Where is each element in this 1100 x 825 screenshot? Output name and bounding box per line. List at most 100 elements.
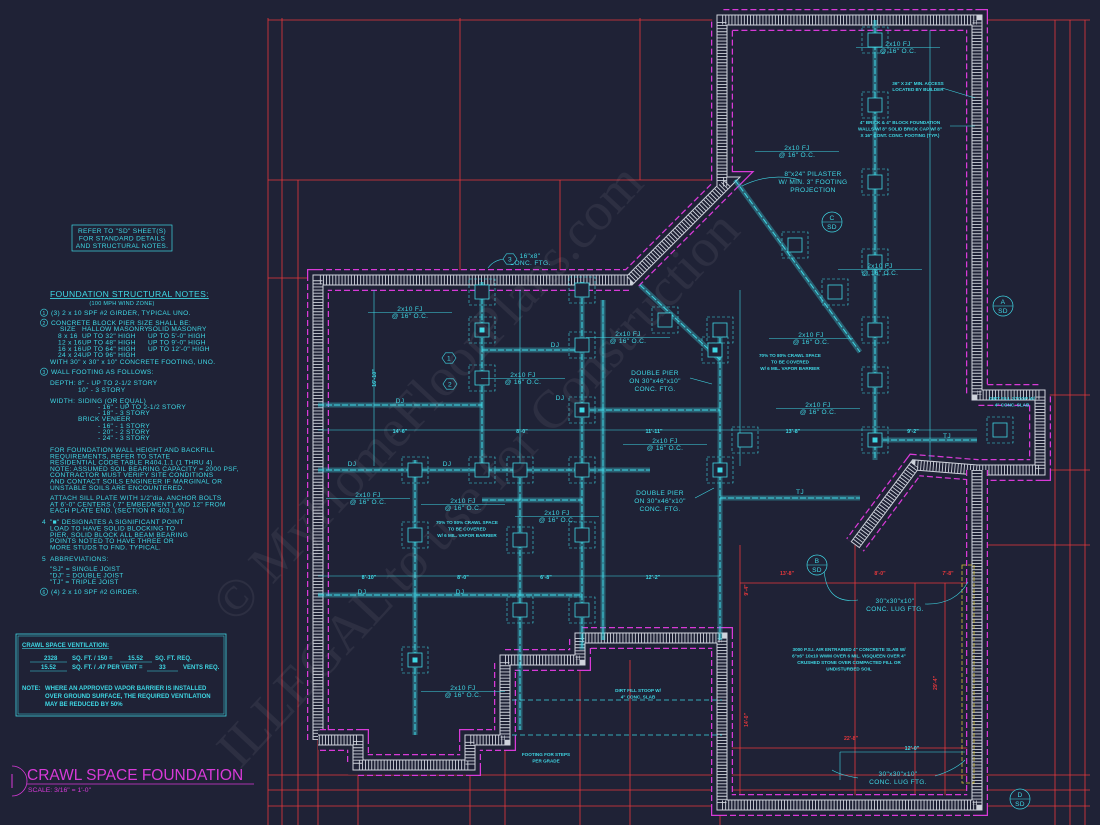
vapor-barrier-label: 70% TO 80% CRAWL SPACE [759, 353, 821, 358]
slab-note: 6"x6" 10x10 WWM OVER 6 MIL. VISQUEEN OVE… [792, 654, 906, 659]
joist-spacing: @ 16" O.C. [610, 338, 647, 345]
double-joist-label: DJ [443, 461, 452, 468]
double-pier-label: CONC. FTG. [634, 386, 675, 393]
footing-16x8-label: 16"x8" [520, 253, 541, 260]
depth-line: 8" - UP TO 2-1/2 STORY [78, 380, 158, 387]
joist-label: 2x10 FJ [867, 263, 893, 270]
dimension-text: 13'-8" [780, 571, 795, 577]
depth-label: DEPTH: [50, 380, 76, 387]
joist-label: 2x10 FJ [450, 498, 476, 505]
dimension-text: 9'-4" [744, 584, 750, 596]
notes-subtitle: (100 MPH WIND ZONE) [89, 301, 154, 307]
pier-footing [506, 456, 534, 484]
pier-footing [861, 426, 889, 454]
pier-footing [468, 456, 496, 484]
footing-note-line: FOR FOUNDATION WALL HEIGHT AND BACKFILL [50, 447, 215, 454]
width-line: - 16" - UP TO 2-1/2 STORY [98, 404, 186, 411]
double-pier-label: DOUBLE PIER [631, 370, 679, 377]
pier-footing [506, 526, 534, 554]
joist-label: 2x10 FJ [510, 372, 536, 379]
drawing-title-block: CRAWL SPACE FOUNDATION SCALE: 3/16" = 1'… [11, 765, 254, 797]
note-number: 3 [42, 370, 45, 376]
width-label: WIDTH: [50, 398, 75, 405]
double-pier-label: ON 30"x46"x10" [634, 498, 686, 505]
width-line: SIDING (OR EQUAL) [78, 398, 146, 405]
joist-label: 2x10 FJ [885, 41, 911, 48]
pier-footing [861, 26, 889, 54]
pier-table-cell: UP TO 12'-0" HIGH [148, 346, 210, 353]
joist-label: 2x10 FJ [397, 306, 423, 313]
access-label: LOCATED BY BUILDER [892, 87, 944, 92]
double-joist-label: DJ [396, 398, 405, 405]
pier-footing [861, 248, 889, 276]
pilaster-label: W/ MIN. 3" FOOTING [779, 179, 848, 186]
note-4-line: PIER, SOLID BLOCK ALL BEAM BEARING [50, 532, 188, 539]
girder-centerline [639, 284, 721, 361]
pier [574, 337, 590, 353]
pier-footing [568, 521, 596, 549]
sqft-req-value: 15.52 [128, 656, 144, 662]
leader-line [689, 377, 713, 385]
joist-label: 2x10 FJ [805, 402, 831, 409]
note-number-circle [40, 587, 48, 596]
pilaster-label: PROJECTION [790, 187, 836, 194]
pier [657, 312, 673, 328]
note-number: 1 [42, 311, 45, 317]
row2-value: 15.52 [41, 665, 57, 671]
vapor-barrier-label: W/ 6 MIL. VAPOR BARRIER [437, 533, 497, 538]
pier-footing [651, 306, 679, 334]
dimension-text: 6'-8" [540, 575, 552, 581]
joist-label: 2x10 FJ [798, 332, 824, 339]
joist-spacing: @ 16" O.C. [392, 313, 429, 320]
pier [867, 372, 883, 388]
notes-title: FOUNDATION STRUCTURAL NOTES: [50, 289, 209, 299]
joist-spacing: @ 16" O.C. [793, 339, 830, 346]
pier [474, 370, 490, 386]
double-joist-label: DJ [348, 461, 357, 468]
point-load-marker [479, 327, 485, 333]
note-4-line: MORE STUDS TO FND. TYPICAL. [50, 545, 161, 552]
crawl-space-ventilation-box: CRAWL SPACE VENTILATION: 2328 SQ. FT. / … [15, 633, 227, 717]
area-value: 2328 [44, 656, 58, 662]
note-line: OVER GROUND SURFACE, THE REQUIRED VENTIL… [45, 694, 211, 700]
girder-centerline [734, 179, 861, 353]
leader-line [924, 581, 969, 605]
pier [512, 462, 528, 478]
steps-footing-label: FOOTING FOR STEPS [522, 752, 570, 757]
girder-tag [502, 253, 518, 265]
section-letter: B [815, 558, 820, 565]
refer-note-box: REFER TO "SD" SHEET(S) FOR STANDARD DETA… [71, 224, 173, 252]
footing-note-line: AND CONTACT SOILS ENGINEER IF MARGINAL O… [50, 479, 222, 486]
width-line: - 24" - 3 STORY [98, 435, 150, 442]
pier-table-header: SIZE [60, 326, 76, 333]
note-5: ABBREVIATIONS: [50, 556, 109, 563]
double-joist-label: DJ [551, 342, 560, 349]
footing-note-line: REQUIREMENTS, REFER TO STATE [50, 453, 171, 460]
width-line: - 20" - 2 STORY [98, 429, 150, 436]
stoop-label: 4" CONC. SLAB [995, 403, 1030, 408]
pier [867, 322, 883, 338]
pier-footing [401, 456, 429, 484]
anchor-bolt-note-line: EACH PLATE END. (SECTION R 403.1.6) [50, 508, 185, 515]
block-wall-hatch [318, 470, 982, 810]
pier-footing [568, 596, 596, 624]
pier-table-cell: UP TO 5'-0" HIGH [148, 333, 206, 340]
footing-note-line: CONTRACTOR MUST VERIFY SITE CONDITIONS [50, 472, 214, 479]
ventilation-title: CRAWL SPACE VENTILATION: [22, 643, 109, 649]
pier-footing [731, 426, 759, 454]
note-6: (4) 2 x 10 SPF #2 GIRDER. [51, 589, 139, 596]
vapor-barrier-label: 70% TO 80% CRAWL SPACE [436, 520, 498, 525]
section-letter: C [829, 215, 834, 222]
pier [574, 602, 590, 618]
leader-line [823, 559, 859, 601]
pier [867, 254, 883, 270]
pier-footing [861, 91, 889, 119]
pier [867, 32, 883, 48]
note-2: CONCRETE BLOCK PIER SIZE SHALL BE: [51, 320, 191, 327]
pier-table-cell: UP TO 32" HIGH [82, 333, 136, 340]
lug-footing-label: 30"x30"x10" [879, 771, 918, 778]
pier [512, 532, 528, 548]
width-line: - 18" - 3 STORY [98, 410, 150, 417]
drawing-scale: SCALE: 3/16" = 1'-0" [28, 787, 92, 794]
